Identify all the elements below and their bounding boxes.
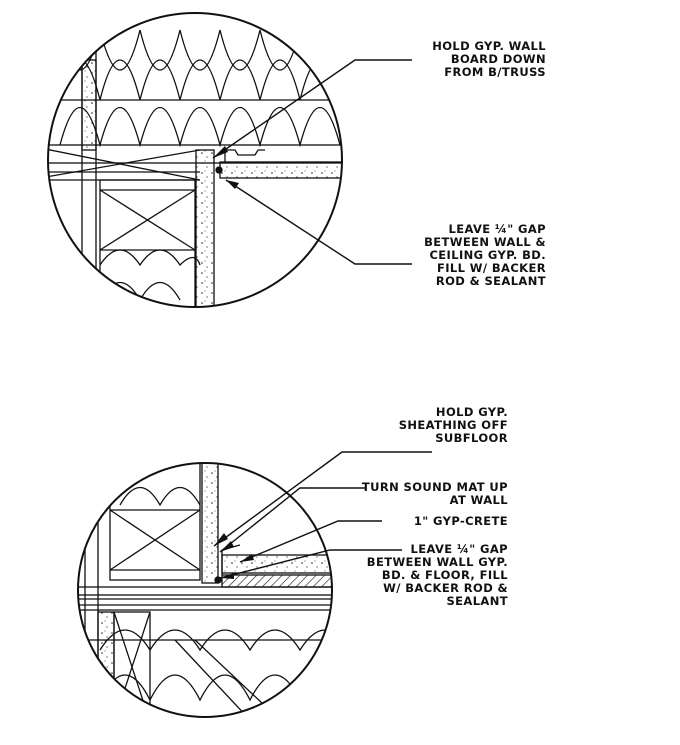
bottom-leaders — [213, 451, 432, 579]
callout-line: SUBFLOOR — [435, 431, 508, 445]
callout-line: HOLD GYP. — [435, 405, 508, 419]
callout-line: TURN SOUND MAT UP — [361, 480, 508, 494]
callout-line: SEALANT — [446, 594, 508, 608]
callout-line: BETWEEN WALL GYP. — [366, 555, 508, 569]
callout-line: BOARD DOWN — [450, 52, 546, 66]
callout-line: FROM B/TRUSS — [444, 65, 546, 79]
callout-line: SHEATHING OFF — [398, 418, 508, 432]
top-detail-circle — [48, 13, 342, 307]
callout-line: FILL w/ BACKER — [436, 261, 546, 275]
callout-line: LEAVE ¼" GAP — [448, 222, 546, 236]
callout-line: HOLD GYP. WALL — [432, 39, 546, 53]
callout-line: w/ BACKER ROD & — [383, 581, 508, 595]
callout-line: ROD & SEALANT — [435, 274, 546, 288]
callout-line: LEAVE ¼" GAP — [410, 542, 508, 556]
callout-line: CEILING GYP. BD. — [429, 248, 546, 262]
callout-line: BD. & FLOOR, FILL — [381, 568, 508, 582]
callout-line: AT WALL — [449, 493, 508, 507]
top-leaders — [212, 59, 412, 265]
callout-hold-gyp-sheathing: HOLD GYP. SHEATHING OFF SUBFLOOR — [399, 406, 508, 445]
callout-leave-gap-ceiling: LEAVE ¼" GAP BETWEEN WALL & CEILING GYP.… — [424, 223, 546, 288]
bottom-detail-outline — [77, 462, 333, 718]
callout-gyp-crete: 1" GYP-CRETE — [414, 515, 508, 528]
top-detail-outline — [47, 12, 343, 308]
bottom-detail-circle — [78, 463, 332, 717]
callout-line: 1" GYP-CRETE — [413, 514, 508, 528]
callout-hold-gyp-wall-board: HOLD GYP. WALL BOARD DOWN FROM B/TRUSS — [432, 40, 546, 79]
callout-turn-sound-mat: TURN SOUND MAT UP AT WALL — [362, 481, 508, 507]
callout-leave-gap-floor: LEAVE ¼" GAP BETWEEN WALL GYP. BD. & FLO… — [367, 543, 508, 608]
callout-line: BETWEEN WALL & — [424, 235, 546, 249]
